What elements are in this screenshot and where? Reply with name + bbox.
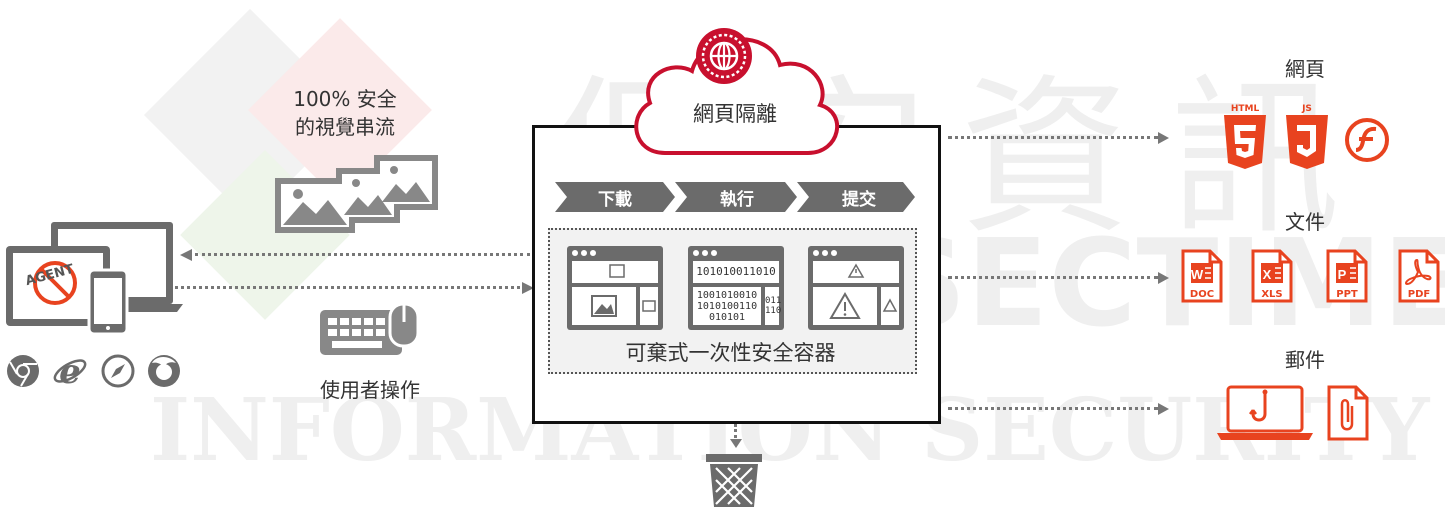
- ppt-file-icon: P: [1326, 249, 1368, 303]
- step-execute: 執行: [720, 189, 754, 210]
- chrome-icon: [7, 355, 39, 387]
- step-submit: 提交: [842, 189, 876, 210]
- ie-icon: e: [53, 353, 87, 389]
- svg-text:P: P: [1338, 267, 1347, 282]
- stream-label-line1: 100% 安全: [293, 87, 397, 111]
- safari-icon: [101, 354, 135, 388]
- binary-text-side-1: 011: [765, 296, 782, 306]
- trash-bin-icon: [706, 454, 762, 507]
- svg-text:W: W: [1191, 267, 1204, 282]
- web-label: 網頁: [1285, 57, 1325, 81]
- doc-label: 文件: [1285, 210, 1325, 234]
- pdf-type-label: PDF: [1407, 289, 1431, 300]
- mail-arrow-line: [948, 407, 1158, 410]
- binary-text-side-2: 110: [765, 306, 782, 316]
- js-icon: [1286, 115, 1328, 169]
- doc-type-label: DOC: [1189, 289, 1215, 300]
- phishing-laptop-icon: [1217, 385, 1313, 440]
- mail-arrow-head: [1158, 403, 1169, 415]
- binary-text-main-3: 010101: [708, 312, 746, 323]
- xls-file-icon: X: [1251, 249, 1293, 303]
- image-stream-icon: [275, 155, 438, 233]
- pdf-file-icon: [1398, 249, 1440, 303]
- doc-file-icon: W: [1181, 249, 1223, 303]
- html5-icon: [1224, 115, 1266, 169]
- stream-arrow-head: [180, 249, 192, 261]
- attachment-icon: [1327, 385, 1369, 441]
- xls-type-label: XLS: [1261, 289, 1283, 300]
- user-action-label: 使用者操作: [320, 378, 420, 402]
- stream-label-line2: 的視覺串流: [295, 115, 395, 139]
- devices-icon: [6, 222, 183, 336]
- step-download: 下載: [598, 189, 632, 210]
- cloud-label: 網頁隔離: [693, 102, 777, 126]
- container-label: 可棄式一次性安全容器: [625, 341, 836, 365]
- web-arrow-line: [948, 136, 1158, 139]
- flash-icon: [1345, 118, 1389, 162]
- globe-badge-icon: [696, 28, 752, 84]
- stream-arrow-line: [195, 253, 530, 256]
- keyboard-mouse-icon: [320, 302, 420, 355]
- firefox-icon: [148, 355, 180, 387]
- js-tag: JS: [1302, 104, 1312, 114]
- web-arrow-head: [1158, 132, 1169, 144]
- binary-text-main-2: 1010100110: [696, 301, 758, 312]
- input-arrow-line: [175, 286, 520, 289]
- process-chevrons: [555, 182, 915, 212]
- input-arrow-head: [522, 282, 534, 294]
- svg-text:e: e: [59, 353, 81, 389]
- doc-arrow-head: [1158, 272, 1169, 284]
- mail-label: 郵件: [1285, 348, 1325, 372]
- browser-window-warning: [808, 246, 904, 330]
- binary-text-main-1: 1001010010: [696, 290, 758, 301]
- html-tag: HTML: [1230, 104, 1260, 114]
- trash-arrow-head: [730, 439, 742, 448]
- browser-window-images: [567, 246, 663, 330]
- browser-window-binary: [688, 246, 784, 330]
- doc-arrow-line: [948, 276, 1158, 279]
- watermark-char-3: 資: [960, 60, 1131, 258]
- svg-text:X: X: [1263, 267, 1272, 282]
- ppt-type-label: PPT: [1336, 289, 1358, 300]
- trash-arrow-line: [734, 424, 737, 438]
- binary-text-top: 101010011010: [696, 265, 776, 278]
